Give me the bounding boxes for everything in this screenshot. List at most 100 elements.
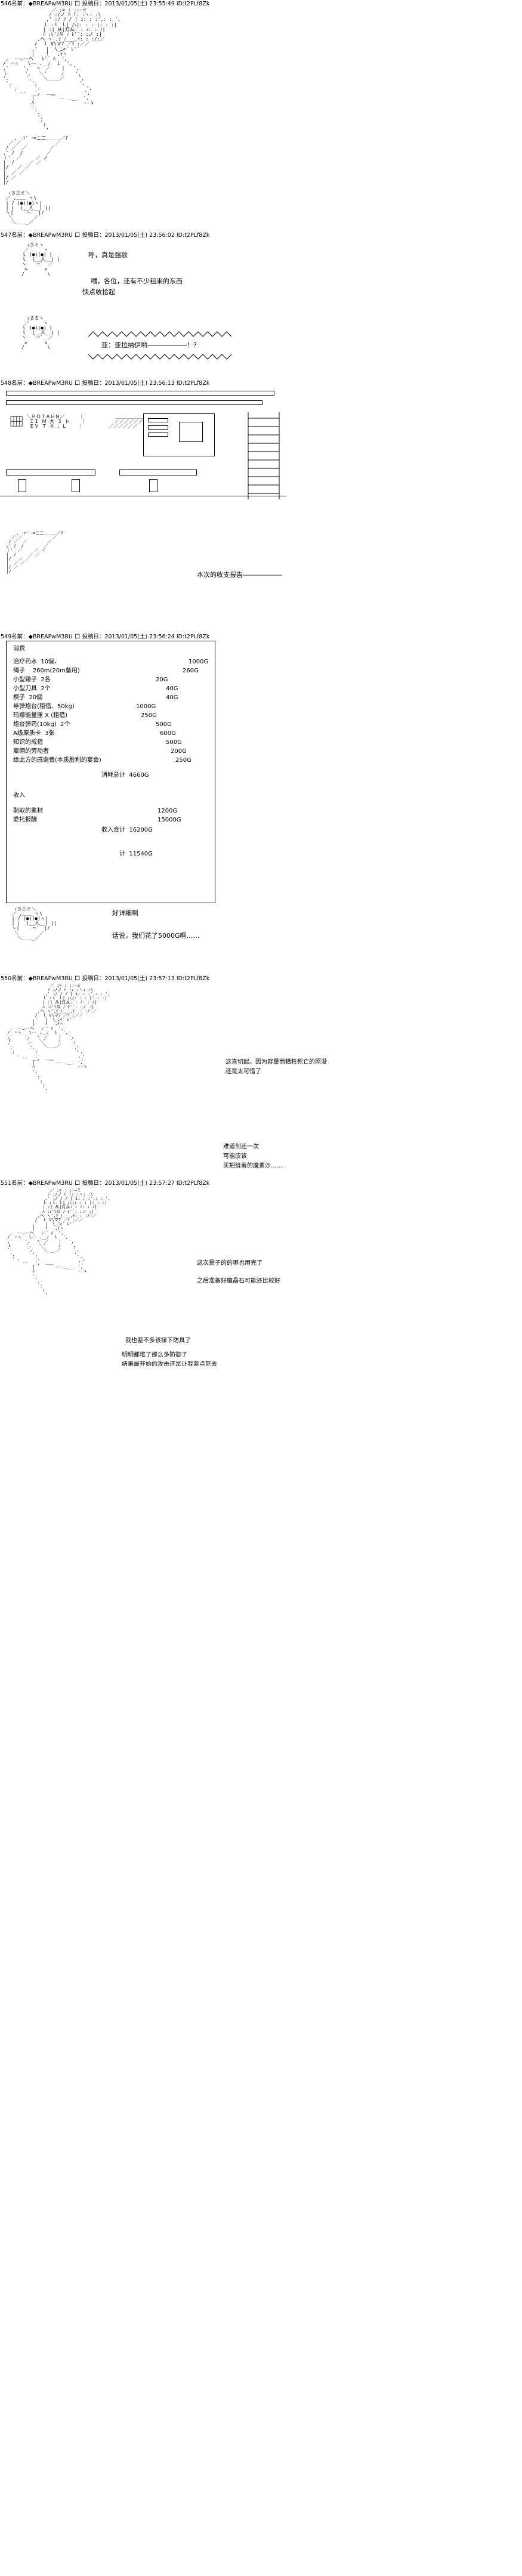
post-name-label: 名前： xyxy=(11,975,29,982)
aa-face-547-b: ｨ彡ミヽ ／ ヽ ｌ (●)(●) | ｌ (__人__) | ヽ ｀⌒´ ／ … xyxy=(21,315,60,350)
post-548-machine: ┌┬┬┬┐ ＼ＰＯＴＡＨＮ／ ｜ ＿＿＿＿＿＿ ├┼┼┼┤ ＩＩ Ｍ 大 ３ ト… xyxy=(0,412,522,532)
dialogue-547-line3: 快点收拾起 xyxy=(82,288,115,296)
dialogue-551-line5: 结果最开始的攻击还是让我差点死去 xyxy=(122,1361,217,1366)
aa-face-549: ｨ彡三ミ＼ ／ ,＿＿ ヽ\ | / (●)(●)ヽ| | | (__人__) … xyxy=(11,906,57,941)
mail-box-icon: 口 xyxy=(74,379,81,387)
zigzag-icon xyxy=(88,331,232,337)
ledger-row: 委托报酬 15000G xyxy=(10,816,212,824)
ledger-row: 炮台弹药(10kg) 2个 500G xyxy=(10,720,212,729)
post-header-549: 549名前：◆BREAPwM3RU 口 投稿日：2013/01/05(土) 23… xyxy=(0,633,522,641)
post-header-546: 546名前：◆BREAPwM3RU 口 投稿日：2013/01/05(土) 23… xyxy=(0,0,522,8)
ledger-row-label: 导弹炮台(租借、50kg) xyxy=(13,703,75,710)
post-tripcode[interactable]: ◆BREAPwM3RU xyxy=(28,1179,73,1187)
speech-squiggle-bottom xyxy=(88,353,232,360)
post-id: ID:t2PLf8Zk xyxy=(176,1,210,7)
ledger-row-label: 雇佣的劳动者 xyxy=(13,748,49,755)
post-number: 547 xyxy=(1,231,12,239)
spacer xyxy=(0,226,522,231)
ledger-row-label: A级原质卡 3张 xyxy=(13,730,55,737)
thread-page: 546名前：◆BREAPwM3RU 口 投稿日：2013/01/05(土) 23… xyxy=(0,0,522,1366)
post-date: 2013/01/05(土) 23:55:49 xyxy=(104,1,175,7)
console-screen xyxy=(179,421,203,442)
ledger-row-value: 15000G xyxy=(157,816,181,823)
post-id: ID:t2PLf8Zk xyxy=(176,633,210,640)
dialogue-549-line1: 本次的收支报告―――――― xyxy=(197,570,282,579)
speech-squiggle-top xyxy=(88,331,232,338)
post-name-label: 名前： xyxy=(11,633,29,640)
dialogue-549-line2: 好详细啊 xyxy=(112,909,138,917)
ledger-row-label: 给此方的感谢费(本质胜利的宴会) xyxy=(13,756,101,764)
post-549-reaction: ｨ彡三ミ＼ ／ ,＿＿ ヽ\ | / (●)(●)ヽ| | | (__人__) … xyxy=(0,903,522,975)
ledger-row-label: 剥取的素材 xyxy=(13,807,43,814)
bar-outline-2 xyxy=(6,400,262,405)
post-date: 2013/01/05(土) 23:56:02 xyxy=(104,231,175,239)
post-tripcode[interactable]: ◆BREAPwM3RU xyxy=(28,975,73,982)
post-548-bars xyxy=(0,387,522,412)
spacer xyxy=(0,185,522,191)
income-total-row: 收入合计 16200G xyxy=(101,826,153,835)
post-number: 550 xyxy=(1,975,12,982)
ledger-row-label: 小型刀具 2个 xyxy=(13,685,51,692)
dialogue-550-line4: 可能应该 xyxy=(223,1153,247,1160)
dialogue-550-line3: 难道到还一次 xyxy=(223,1143,259,1150)
ledger-row-label: 炮台弹药(10kg) 2个 xyxy=(13,721,70,728)
ledger-row-value: 200G xyxy=(171,748,187,755)
ledger-row-label: 委托报酬 xyxy=(13,816,37,823)
ledger-row: 雇佣的劳动者 200G xyxy=(10,747,212,756)
ledger-row-value: 20G xyxy=(156,676,168,683)
mail-box-icon: 口 xyxy=(74,975,81,982)
post-header-548: 548名前：◆BREAPwM3RU 口 投稿日：2013/01/05(土) 23… xyxy=(0,379,522,387)
console-readout-2 xyxy=(148,425,168,430)
post-date-label: 投稿日： xyxy=(82,1179,105,1187)
grand-total-row: 计 11540G xyxy=(119,850,153,858)
post-name-label: 名前： xyxy=(11,1,29,7)
zigzag-icon xyxy=(88,353,232,360)
post-551-body: ／ ;> : ;:―ミ / :/ノ ﾊ !: :ヽ: :\ ,' :/ / / … xyxy=(0,1187,522,1366)
ladder-icon xyxy=(248,412,280,499)
ledger-row-value: 500G xyxy=(156,721,172,728)
post-id: ID:t2PLf8Zk xyxy=(176,1179,210,1187)
aa-face-547: ｨ彡ミヽ ／ ヽ ｌ (●)(●) | ｌ (__人__) | ヽ ｀⌒´ ／ … xyxy=(21,242,60,277)
post-header-547: 547名前：◆BREAPwM3RU 口 投稿日：2013/01/05(土) 23… xyxy=(0,231,522,239)
aa-scene-551-top: ／ ;> : ;:―ミ / :/ノ ﾊ !: :ヽ: :\ ,' :/ / / … xyxy=(7,1187,111,1296)
post-tripcode[interactable]: ◆BREAPwM3RU xyxy=(28,231,73,239)
spacer xyxy=(0,130,522,136)
mail-box-icon: 口 xyxy=(74,1,81,7)
post-id: ID:t2PLf8Zk xyxy=(176,975,210,982)
dialogue-547-line1: 呼，真是强敌 xyxy=(88,251,128,259)
post-tripcode[interactable]: ◆BREAPwM3RU xyxy=(28,1,73,7)
dialogue-551-line2: 之后准备好魔晶石可能还比较好 xyxy=(197,1277,280,1284)
post-tripcode[interactable]: ◆BREAPwM3RU xyxy=(28,379,73,387)
console-readout-1 xyxy=(148,418,168,422)
ledger-row-value: 260G xyxy=(183,667,199,674)
ledger-row: 玛娜能量匣 X (租借) 250G xyxy=(10,711,212,720)
dialogue-550-line5: 买把缝着的魔素沙…… xyxy=(223,1162,283,1169)
post-date-label: 投稿日： xyxy=(82,1,105,7)
ledger-row-value: 250G xyxy=(141,712,157,719)
ladder-graphic xyxy=(245,412,283,501)
post-date-label: 投稿日： xyxy=(82,633,105,640)
post-date-label: 投稿日： xyxy=(82,379,105,387)
ledger-total-label: 收入合计 xyxy=(101,826,125,833)
post-547-body-2: ｨ彡ミヽ ／ ヽ ｌ (●)(●) | ｌ (__人__) | ヽ ｀⌒´ ／ … xyxy=(0,314,522,379)
post-tripcode[interactable]: ◆BREAPwM3RU xyxy=(28,633,73,640)
ledger-row-label: 玛娜能量匣 X (租借) xyxy=(13,712,68,719)
post-550-body: ／ ;> : ;:―ミ / :/ノ ﾊ !: :ヽ: :\ ,' :/ / / … xyxy=(0,983,522,1179)
aa-art-546-top: ／ ;> : ;:―ミ / :/ノ ﾊ !: :ヽ: :\ ,' :/ / / … xyxy=(2,7,121,130)
ledger-total-value: 11540G xyxy=(125,850,153,857)
console-readout-3 xyxy=(148,432,168,437)
post-date-label: 投稿日： xyxy=(82,231,105,239)
post-date: 2013/01/05(土) 23:57:13 xyxy=(104,975,175,982)
dialogue-551-line3: 我也差不多该接下防具了 xyxy=(125,1337,191,1344)
expense-total-row: 消耗总计 4660G xyxy=(101,771,149,780)
girder-2 xyxy=(119,469,197,475)
ledger-row: 给此方的感谢费(本质胜利的宴会)250G xyxy=(10,756,212,765)
post-date-label: 投稿日： xyxy=(82,975,105,982)
expense-title: 消费 xyxy=(13,645,25,652)
